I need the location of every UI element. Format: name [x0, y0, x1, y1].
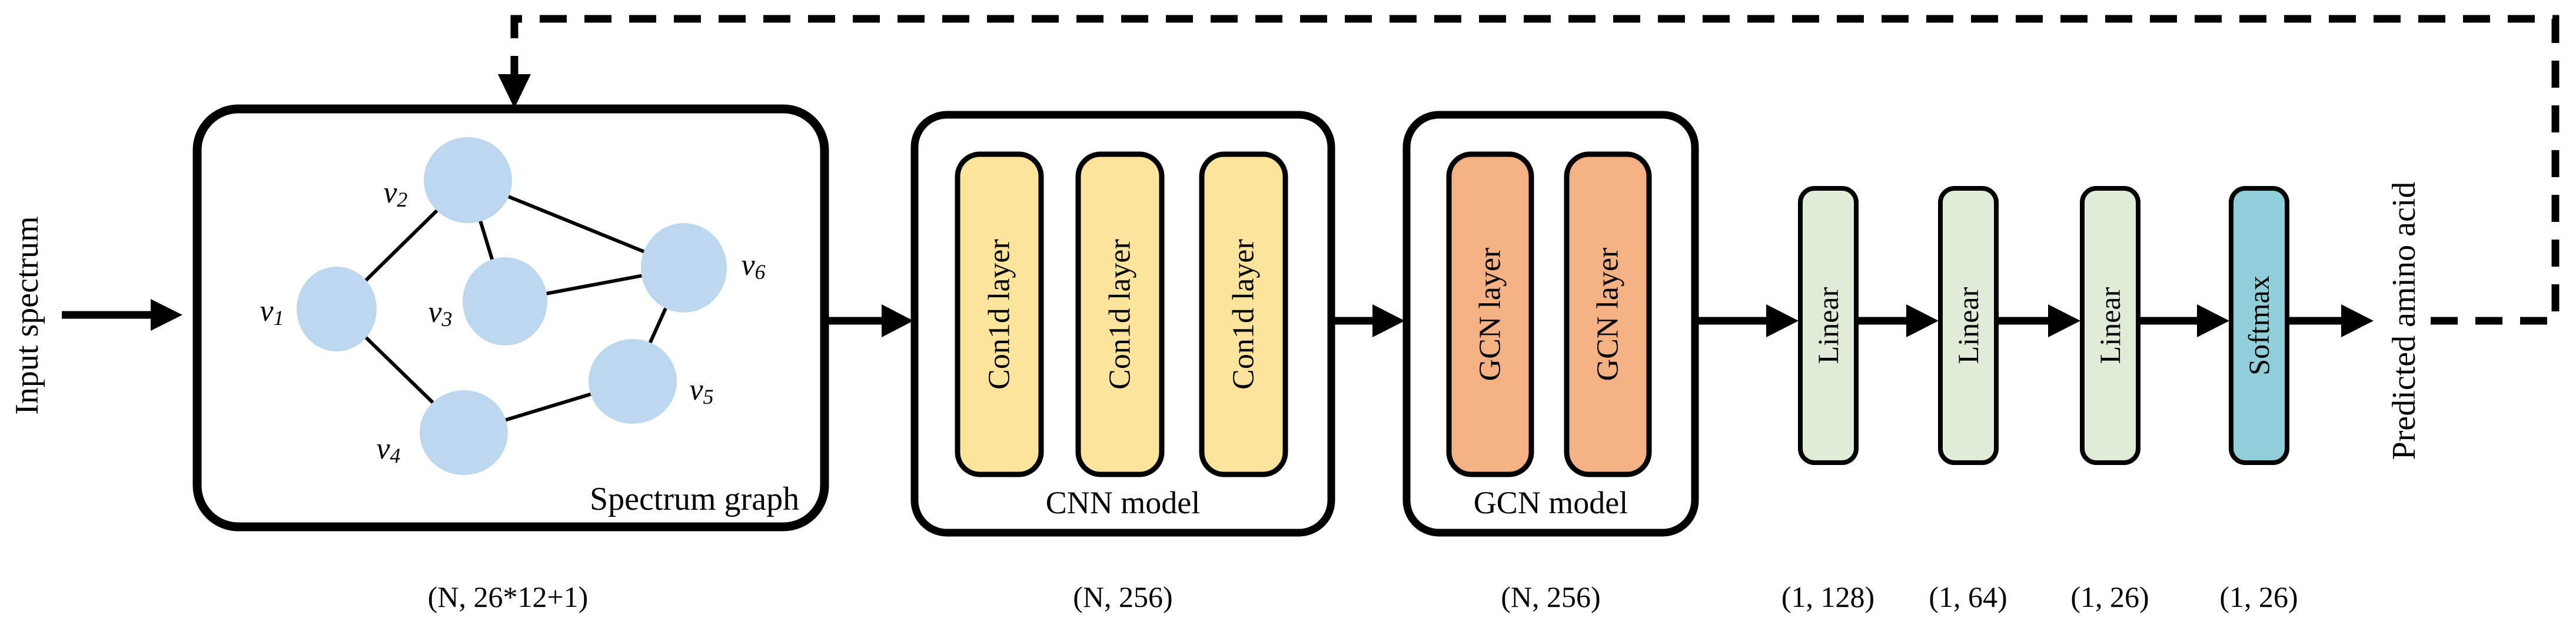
node-v2 [424, 137, 512, 223]
cnn-layer-1-box [955, 151, 1044, 477]
arrow-input-head-icon [151, 299, 182, 331]
softmax-shape-label: (1, 26) [2219, 580, 2298, 613]
linear-1-label: Linear [1811, 287, 1844, 364]
arrow-cnn-to-gcn-head-icon [1372, 304, 1405, 337]
cnn-layer-3-label: Con1d layer [1227, 239, 1261, 390]
spectrum-shape-label: (N, 26*12+1) [428, 580, 589, 613]
linear-2-shape-label: (1, 64) [1929, 580, 2007, 613]
node-v5-label: v5 [689, 373, 713, 409]
gcn-model-title: GCN model [1474, 485, 1628, 520]
linear-1-shape-label: (1, 128) [1781, 580, 1874, 613]
node-v2-label: v2 [383, 176, 407, 212]
node-v6 [641, 223, 727, 313]
node-v1 [297, 267, 377, 351]
gcn-layer-1-label: GCN layer [1474, 248, 1507, 381]
node-v6-label: v6 [741, 248, 765, 284]
gcn-layers: GCN layer GCN layer [1446, 151, 1652, 477]
node-v1-label: v1 [260, 294, 284, 330]
node-v3 [463, 257, 547, 346]
spectrum-graph-title: Spectrum graph [590, 481, 799, 517]
gcn-shape-label: (N, 256) [1501, 580, 1600, 613]
softmax-box [2229, 186, 2289, 465]
gcn-layer-2-label: GCN layer [1591, 248, 1625, 381]
cnn-layers: Con1d layer Con1d layer Con1d layer [955, 151, 1288, 477]
cnn-layer-1-label: Con1d layer [983, 239, 1016, 390]
head-layers: Linear Linear Linear Softmax [1798, 186, 2289, 465]
linear-2-box [1938, 186, 1999, 465]
node-v5 [589, 339, 677, 424]
flow-arrows [62, 311, 2342, 325]
arrow-gcn-to-linear1-head-icon [1766, 304, 1799, 337]
linear-2-label: Linear [1952, 287, 1985, 364]
cnn-layer-3-box [1199, 151, 1288, 477]
softmax-label: Softmax [2242, 275, 2275, 375]
flow-arrowheads [151, 299, 2374, 337]
arrow-linear2-to-linear3-head-icon [2048, 304, 2080, 337]
arrow-linear1-to-linear2-head-icon [1906, 304, 1939, 337]
linear-3-label: Linear [2093, 287, 2126, 364]
cnn-layer-2-label: Con1d layer [1103, 239, 1137, 390]
spectrum-graph-nodes [297, 137, 727, 475]
input-spectrum-label: Input spectrum [9, 216, 45, 414]
feedback-dashed-line [510, 15, 2560, 325]
linear-3-box [2080, 186, 2140, 465]
linear-1-box [1798, 186, 1859, 465]
gcn-layer-2-box [1564, 151, 1652, 477]
node-v4 [420, 390, 508, 475]
node-v4-label: v4 [376, 432, 400, 468]
predicted-amino-acid-label: Predicted amino acid [2386, 182, 2422, 460]
spectrum-graph-node-labels: v1 v2 v3 v4 v5 v6 [260, 176, 765, 468]
arrow-linear3-to-softmax-head-icon [2197, 304, 2229, 337]
feedback-arrowhead-icon [498, 74, 531, 108]
cnn-model-title: CNN model [1046, 485, 1201, 520]
gcn-layer-1-box [1446, 151, 1534, 477]
cnn-layer-2-box [1075, 151, 1165, 477]
cnn-shape-label: (N, 256) [1073, 580, 1172, 613]
shape-labels: (N, 26*12+1) (N, 256) (N, 256) (1, 128) … [428, 580, 2298, 613]
arrow-spectrum-to-cnn-head-icon [882, 304, 913, 337]
arrow-softmax-to-output-head-icon [2341, 304, 2374, 337]
node-v3-label: v3 [428, 295, 452, 331]
linear-3-shape-label: (1, 26) [2070, 580, 2149, 613]
